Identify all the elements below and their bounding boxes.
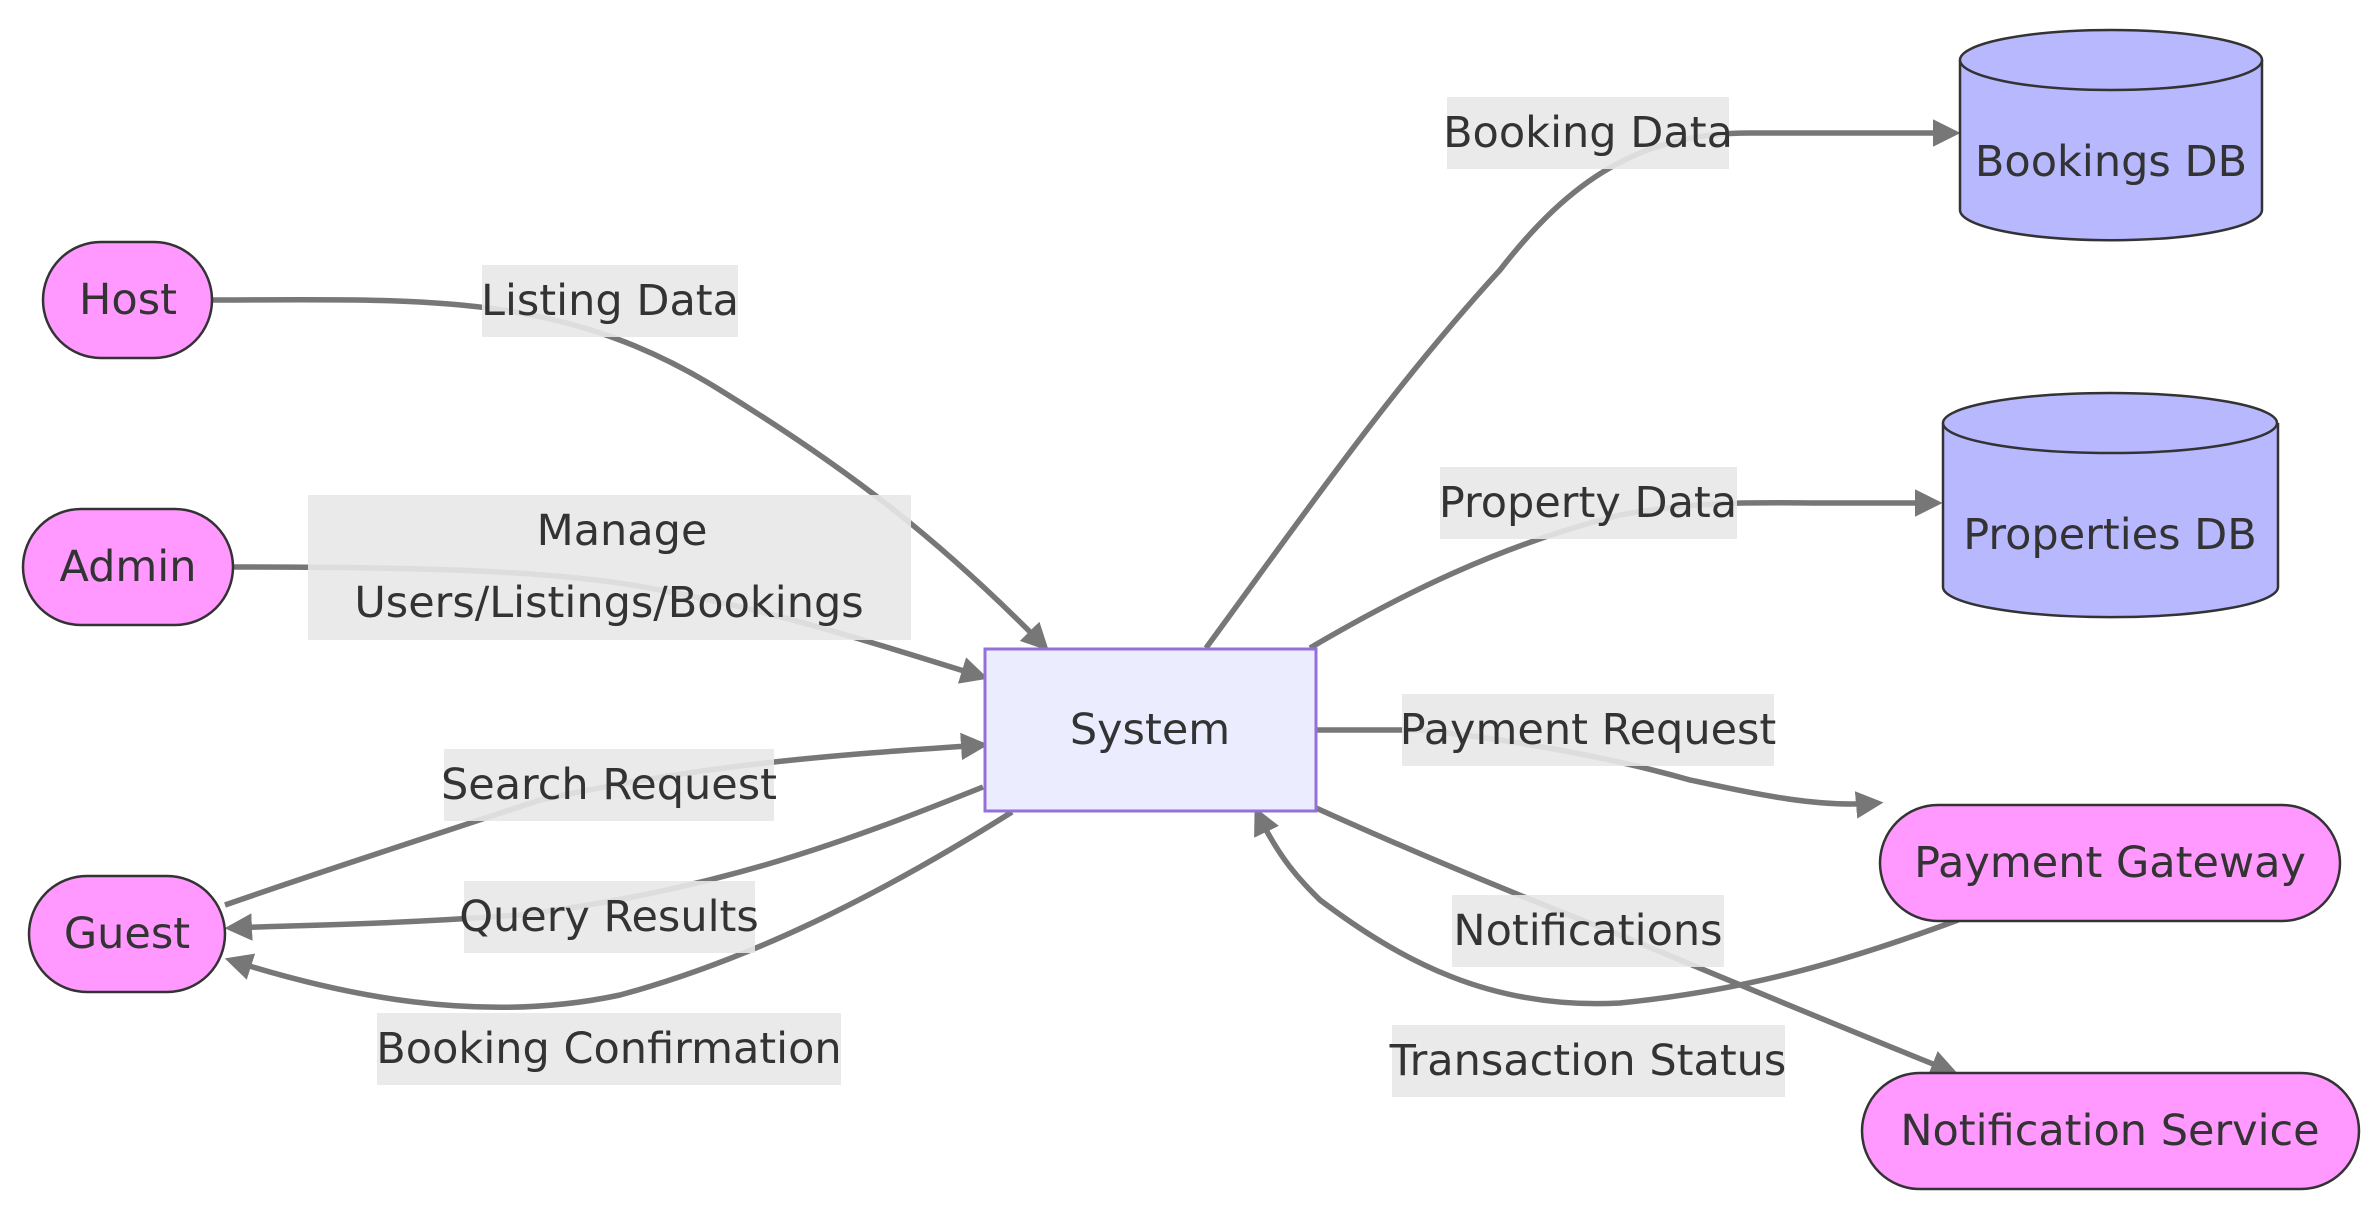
edge-system-to-bookings-db xyxy=(1203,119,1961,650)
svg-text:Users/Listings/Bookings: Users/Listings/Bookings xyxy=(354,578,863,628)
edge-label-query-results: Query Results xyxy=(459,881,759,953)
svg-text:Booking Confirmation: Booking Confirmation xyxy=(376,1024,841,1074)
edge-host-to-system xyxy=(211,296,1049,651)
node-bookings-db[interactable]: Bookings DB xyxy=(1958,28,2264,242)
node-system[interactable]: System xyxy=(983,647,1318,813)
edge-label-manage-users-listings-bookings: Manage Users/Listings/Bookings xyxy=(308,495,911,640)
node-system-label: System xyxy=(1070,705,1230,755)
node-admin-label: Admin xyxy=(59,542,196,592)
node-properties-db-label: Properties DB xyxy=(1963,510,2257,560)
node-payment-gateway[interactable]: Payment Gateway xyxy=(1878,803,2342,923)
node-bookings-db-label: Bookings DB xyxy=(1975,137,2247,187)
node-host[interactable]: Host xyxy=(41,240,214,360)
node-host-label: Host xyxy=(79,275,177,325)
node-notification-service-label: Notification Service xyxy=(1900,1106,2319,1156)
edge-label-property-data: Property Data xyxy=(1439,467,1737,539)
node-payment-gateway-label: Payment Gateway xyxy=(1914,838,2306,888)
node-properties-db[interactable]: Properties DB xyxy=(1941,391,2280,619)
edge-label-search-request: Search Request xyxy=(441,749,777,821)
node-admin[interactable]: Admin xyxy=(21,507,235,627)
svg-text:Listing Data: Listing Data xyxy=(481,276,739,326)
svg-text:Booking Data: Booking Data xyxy=(1443,108,1733,158)
svg-text:Payment Request: Payment Request xyxy=(1400,705,1777,755)
edge-label-booking-data: Booking Data xyxy=(1443,97,1733,169)
node-guest[interactable]: Guest xyxy=(27,874,227,994)
svg-text:Manage: Manage xyxy=(537,506,708,556)
edge-label-listing-data: Listing Data xyxy=(481,265,739,337)
edge-payment-gateway-to-system xyxy=(1254,807,1959,1007)
edge-system-to-guest-confirmation xyxy=(224,809,1014,1011)
edge-label-notifications: Notifications xyxy=(1452,895,1724,967)
svg-text:Search Request: Search Request xyxy=(441,760,777,810)
svg-text:Property Data: Property Data xyxy=(1439,478,1737,528)
edge-label-transaction-status: Transaction Status xyxy=(1389,1025,1787,1097)
node-notification-service[interactable]: Notification Service xyxy=(1860,1071,2361,1191)
svg-text:Query Results: Query Results xyxy=(459,892,759,942)
svg-text:Transaction Status: Transaction Status xyxy=(1389,1036,1787,1086)
edge-label-payment-request: Payment Request xyxy=(1400,694,1777,766)
node-guest-label: Guest xyxy=(64,909,190,959)
svg-text:Notifications: Notifications xyxy=(1453,906,1722,956)
edge-label-booking-confirmation: Booking Confirmation xyxy=(376,1013,842,1085)
